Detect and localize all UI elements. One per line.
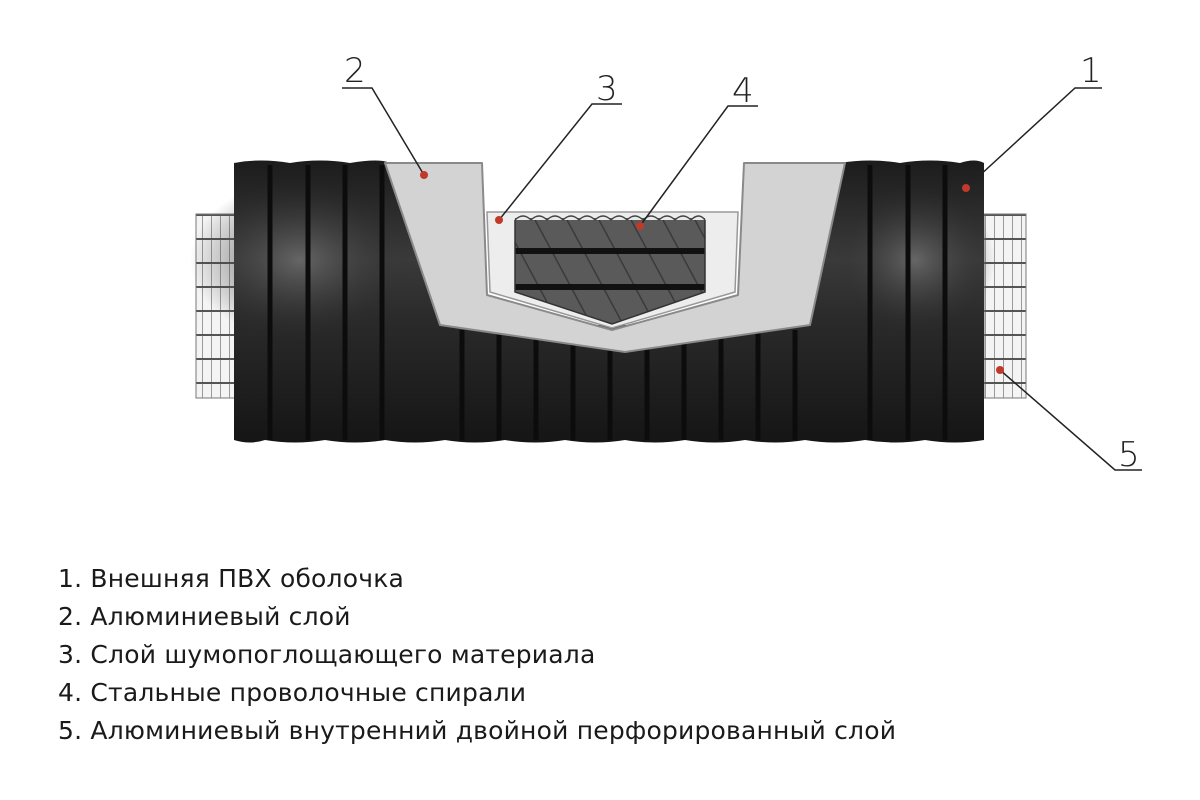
duct-cross-section-diagram: 2 3 4 1 5 [190, 51, 1142, 475]
steel-spiral-wavy-edge [514, 215, 706, 222]
callout-2: 2 [344, 51, 366, 91]
marker-1 [962, 184, 970, 192]
sheath-highlight-left [190, 180, 410, 340]
legend-item-1: 1. Внешняя ПВХ оболочка [58, 564, 405, 593]
callout-1: 1 [1080, 51, 1102, 91]
callout-5: 5 [1118, 435, 1140, 475]
aluminium-layer [384, 162, 846, 353]
leader-line-2 [342, 87, 425, 176]
spiral-hatch [565, 218, 627, 324]
spiral-hatch [693, 218, 705, 324]
leader-line-1 [965, 87, 1102, 189]
callout-4: 4 [732, 71, 754, 111]
marker-3 [495, 216, 503, 224]
legend-item-5: 5. Алюминиевый внутренний двойной перфор… [58, 716, 897, 745]
legend-item-3: 3. Слой шумопоглощающего материала [58, 640, 596, 669]
marker-5 [996, 366, 1004, 374]
legend-item-4: 4. Стальные проволочные спирали [58, 678, 527, 707]
marker-2 [420, 171, 428, 179]
layer-markers [420, 171, 1004, 374]
spiral-hatch [533, 218, 595, 324]
leader-lines [342, 87, 1142, 471]
leader-line-3 [498, 103, 622, 221]
leader-line-5 [999, 369, 1142, 471]
leader-line-4 [639, 105, 758, 227]
steel-spiral-outline [514, 220, 706, 325]
marker-4 [636, 222, 644, 230]
legend-list: 1. Внешняя ПВХ оболочка 2. Алюминиевый с… [58, 560, 896, 750]
legend-item-2: 2. Алюминиевый слой [58, 602, 351, 631]
spiral-hatch [661, 218, 705, 324]
callout-3: 3 [596, 69, 618, 109]
sheath-highlight-right [835, 185, 995, 335]
